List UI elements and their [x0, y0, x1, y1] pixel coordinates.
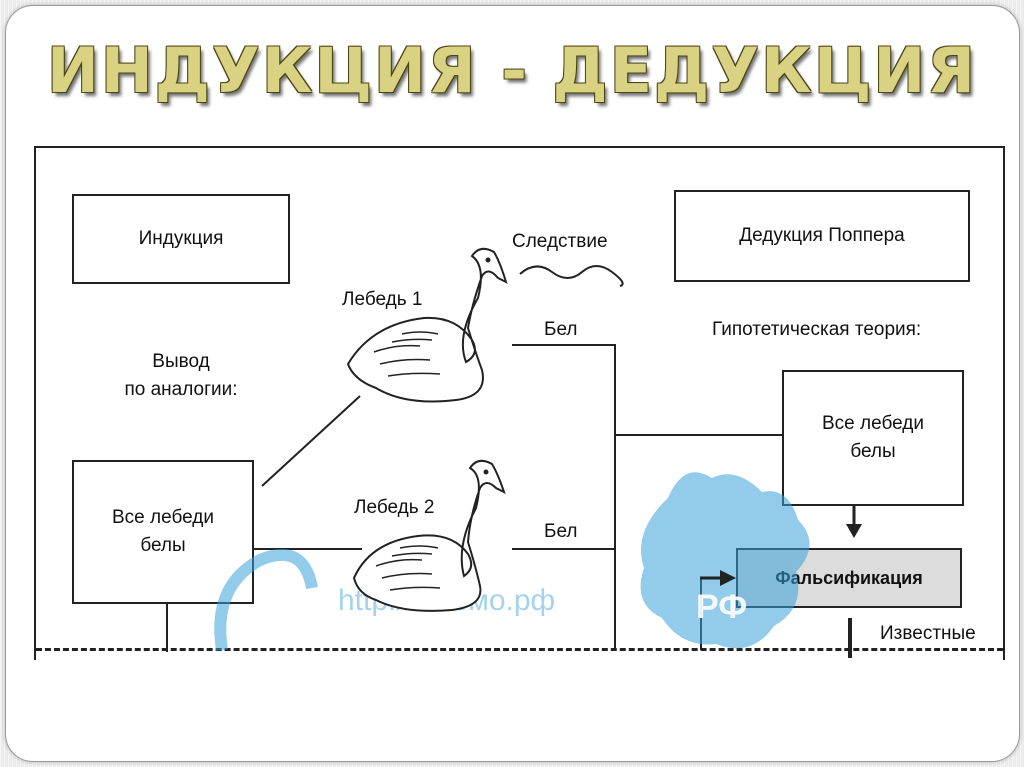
left-conclusion-line-2: белы — [140, 535, 186, 556]
left-conclusion-line-1: Все лебеди — [112, 507, 214, 528]
analogy-line-1: Вывод — [152, 351, 210, 372]
popper-box: Дедукция Поппера — [674, 190, 970, 282]
known-label: Известные — [880, 623, 976, 644]
white-1-line — [512, 344, 616, 346]
consequence-label: Следствие — [512, 231, 608, 252]
diagram-drawings — [261, 247, 862, 612]
swan-2-icon — [352, 459, 506, 612]
falsification-box: Фальсификация — [736, 548, 962, 608]
analogy-line-2: по аналогии: — [124, 379, 238, 400]
right-theory-box: Все лебеди белы — [782, 370, 964, 506]
hypothetical-theory-label: Гипотетическая теория: — [712, 319, 922, 340]
analogy-text: Вывод по аналогии: — [96, 348, 266, 404]
induction-label: Индукция — [138, 228, 224, 249]
popper-label: Дедукция Поппера — [739, 225, 905, 246]
swan-1-icon — [346, 247, 508, 403]
left-box-down-line — [166, 602, 168, 652]
center-vertical-line — [614, 344, 616, 650]
theory-down-arrow-head — [846, 524, 862, 538]
left-conclusion-box: Все лебеди белы — [72, 460, 254, 604]
induction-box: Индукция — [72, 194, 290, 284]
swan-2-label: Лебедь 2 — [354, 497, 435, 518]
falsification-down-bar — [848, 618, 852, 658]
swan-1-label: Лебедь 1 — [342, 289, 423, 310]
slide-title: ИНДУКЦИЯ - ДЕДУКЦИЯ — [47, 34, 977, 107]
white-1-label: Бел — [544, 319, 578, 340]
right-theory-line-2: белы — [850, 441, 896, 462]
diagram: Индукция Вывод по аналогии: Все лебеди б… — [34, 146, 1005, 660]
center-to-theory-line — [614, 434, 782, 436]
consequence-squiggle — [519, 265, 624, 287]
analogy-diagonal-line — [261, 395, 361, 487]
falsification-label: Фальсификация — [775, 568, 923, 588]
white-2-line — [512, 548, 616, 550]
dashed-separator — [36, 648, 1003, 651]
white-2-label: Бел — [544, 521, 578, 542]
right-theory-line-1: Все лебеди — [822, 413, 924, 434]
falsification-arrow-head — [720, 570, 736, 586]
